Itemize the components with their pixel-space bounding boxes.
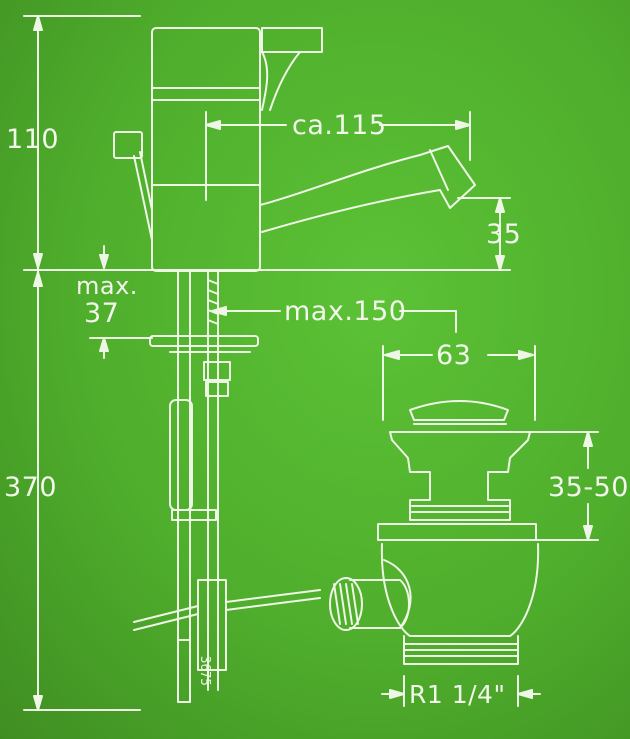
spout-dimension-lines bbox=[205, 111, 511, 271]
spout-height-label: 35 bbox=[486, 219, 522, 250]
mixer-tap bbox=[113, 27, 476, 272]
waste-fitting bbox=[329, 345, 599, 707]
max-thickness-label-line2: 37 bbox=[84, 298, 120, 329]
height-dimension-lines bbox=[23, 15, 511, 711]
waste-range-label: 35-50 bbox=[548, 472, 629, 503]
height-upper-label: 110 bbox=[6, 124, 60, 155]
height-lower-label: 370 bbox=[4, 472, 58, 503]
thread-size-label: R1 1/4" bbox=[409, 680, 506, 709]
max-thickness-label-line1: max. bbox=[76, 272, 138, 300]
distance-dimension-lines bbox=[211, 306, 457, 333]
max-distance-label: max.150 bbox=[284, 296, 407, 327]
spout-reach-label: ca.115 bbox=[292, 110, 387, 141]
part-number-label: 3675 bbox=[197, 656, 212, 686]
mounting-assembly bbox=[133, 271, 321, 703]
waste-diameter-label: 63 bbox=[436, 340, 472, 371]
